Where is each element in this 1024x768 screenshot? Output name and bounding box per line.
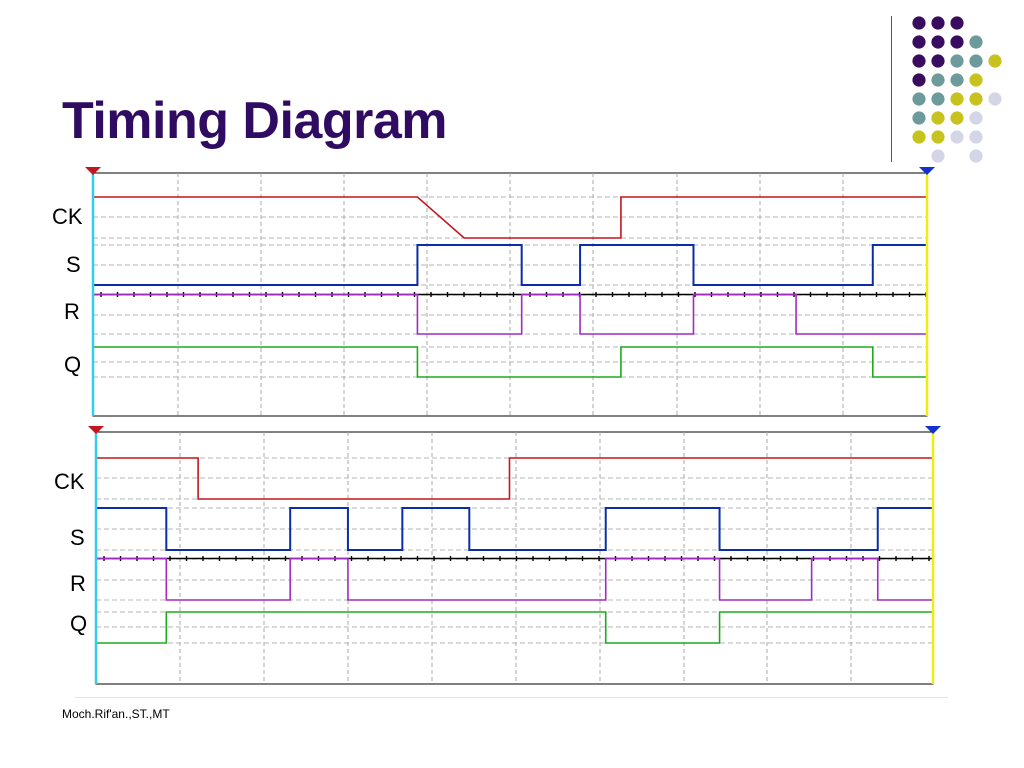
right-cursor-flag xyxy=(925,426,941,434)
timing-panel-2-plot xyxy=(88,426,941,685)
slide-title: Timing Diagram xyxy=(62,92,448,150)
decorative-dot xyxy=(912,111,926,125)
ck-label: CK xyxy=(52,204,83,229)
timing-panel-1: CK S R Q xyxy=(0,165,1024,420)
decorative-dot xyxy=(912,16,926,30)
decorative-dot xyxy=(950,92,964,106)
ck-waveform xyxy=(96,457,933,500)
r-waveform xyxy=(96,557,933,601)
decorative-dot xyxy=(931,92,945,106)
decorative-dot xyxy=(969,54,983,68)
decorative-dot xyxy=(950,111,964,125)
decorative-dot xyxy=(912,35,926,49)
right-cursor-flag xyxy=(919,167,935,175)
decorative-dot xyxy=(931,130,945,144)
q-label: Q xyxy=(64,352,82,377)
q-waveform xyxy=(96,611,933,644)
s-label: S xyxy=(66,252,81,277)
decorative-dot xyxy=(988,92,1002,106)
decorative-dot xyxy=(912,92,926,106)
decorative-dot xyxy=(912,54,926,68)
decorative-dot xyxy=(912,130,926,144)
s-waveform xyxy=(93,244,927,286)
left-cursor-flag xyxy=(88,426,104,434)
decorative-dot xyxy=(988,54,1002,68)
timing-panel-2: CK S R Q xyxy=(0,425,1024,690)
decorative-dot xyxy=(950,35,964,49)
s-waveform xyxy=(96,507,933,551)
ck-waveform xyxy=(93,196,927,239)
r-label: R xyxy=(64,299,80,324)
timing-panel-1-plot xyxy=(85,167,935,417)
decorative-dot xyxy=(969,73,983,87)
ck-label: CK xyxy=(54,469,85,494)
decorative-dot xyxy=(931,16,945,30)
footer-author: Moch.Rif'an.,ST.,MT xyxy=(62,707,170,721)
decorative-dot xyxy=(950,130,964,144)
left-cursor-flag xyxy=(85,167,101,175)
decorative-dot xyxy=(931,149,945,163)
q-label: Q xyxy=(70,611,88,636)
q-waveform xyxy=(93,346,927,378)
decorative-vertical-rule xyxy=(891,16,892,162)
decorative-dot xyxy=(950,73,964,87)
decorative-dot xyxy=(950,16,964,30)
decorative-dot xyxy=(931,35,945,49)
decorative-dot xyxy=(969,92,983,106)
decorative-dot xyxy=(969,35,983,49)
r-label: R xyxy=(70,571,86,596)
decorative-dot xyxy=(931,73,945,87)
decorative-dot xyxy=(912,73,926,87)
decorative-dot xyxy=(931,111,945,125)
decorative-dot xyxy=(969,111,983,125)
decorative-dot xyxy=(969,130,983,144)
decorative-dot xyxy=(969,149,983,163)
decorative-dot xyxy=(931,54,945,68)
footer-rule xyxy=(75,697,948,698)
r-waveform xyxy=(93,293,927,335)
decorative-dot xyxy=(950,54,964,68)
s-label: S xyxy=(70,525,85,550)
